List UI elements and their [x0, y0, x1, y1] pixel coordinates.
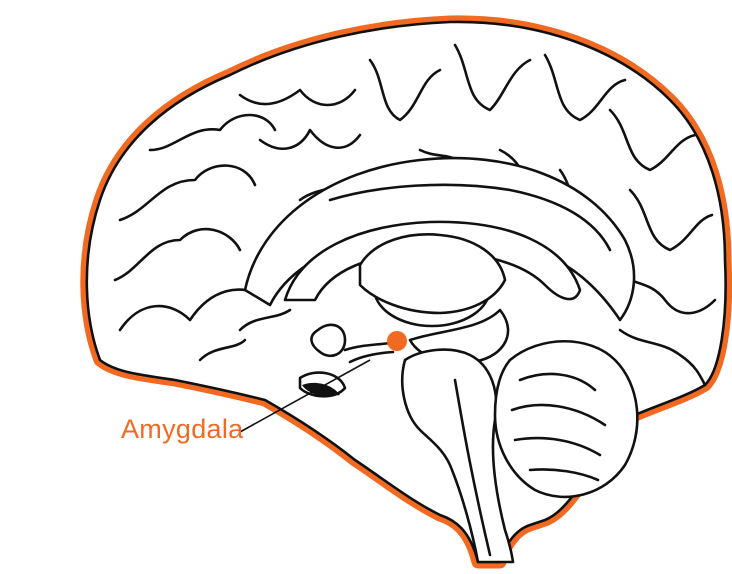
amygdala-label: Amygdala [121, 414, 243, 445]
amygdala-marker [387, 331, 407, 351]
cerebellum [495, 341, 637, 497]
